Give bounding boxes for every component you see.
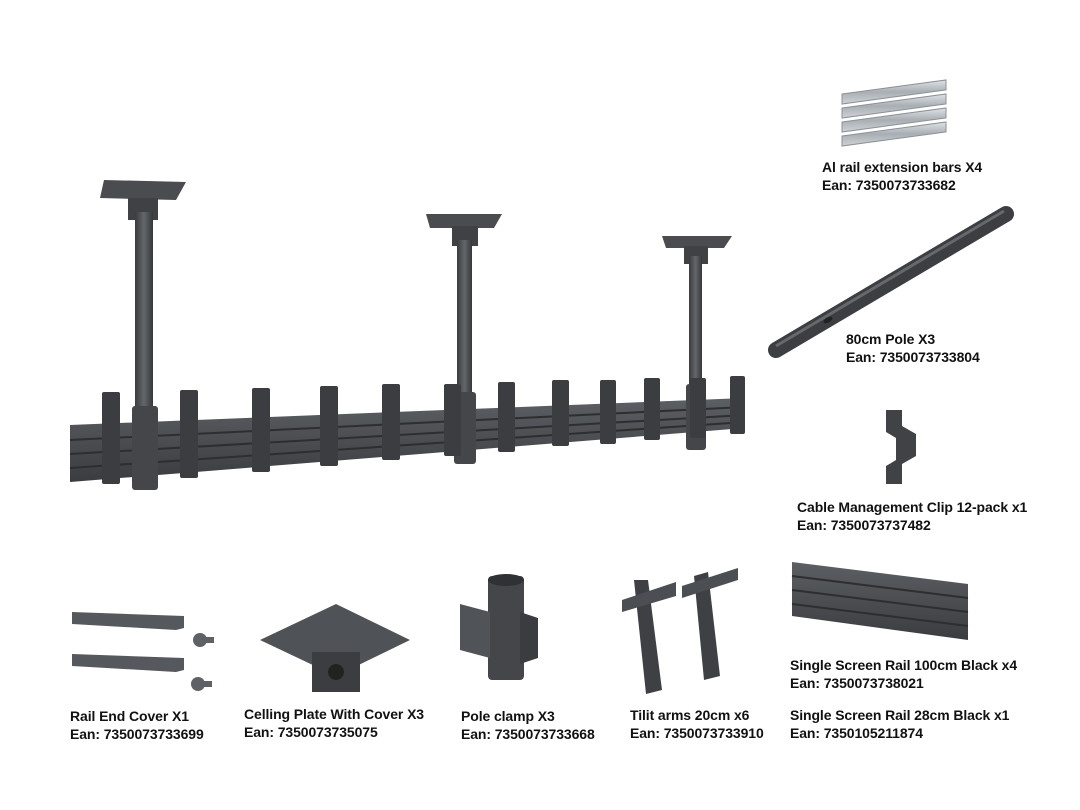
part-ean: Ean: 7350073733699 bbox=[70, 726, 204, 742]
tilt-arms-part bbox=[622, 568, 738, 694]
part-ean: Ean: 7350073733910 bbox=[630, 725, 764, 741]
part-label-ceiling-plate: Celling Plate With Cover X3 Ean: 7350073… bbox=[244, 705, 424, 741]
part-label-pole: 80cm Pole X3 Ean: 7350073733804 bbox=[846, 330, 980, 366]
part-ean: Ean: 7350073737482 bbox=[797, 517, 931, 533]
part-name: Single Screen Rail 100cm Black x4 bbox=[790, 657, 1018, 673]
part-name: 80cm Pole X3 bbox=[846, 331, 936, 347]
pole-clamp-left bbox=[132, 406, 158, 490]
part-ean: Ean: 7350073733668 bbox=[461, 726, 595, 742]
part-label-rail-100: Single Screen Rail 100cm Black x4 Ean: 7… bbox=[790, 656, 1017, 692]
part-name: Rail End Cover X1 bbox=[70, 708, 189, 724]
part-name: Celling Plate With Cover X3 bbox=[244, 706, 424, 722]
assembled-mount bbox=[69, 180, 746, 490]
part-ean: Ean: 7350073733804 bbox=[846, 349, 980, 365]
rail-extension-bars bbox=[841, 79, 947, 147]
part-ean: Ean: 7350073735075 bbox=[244, 724, 378, 740]
part-label-tilt-arms: Tilit arms 20cm x6 Ean: 7350073733910 bbox=[630, 706, 764, 742]
part-name: Al rail extension bars X4 bbox=[822, 159, 983, 175]
part-ean: Ean: 7350105211874 bbox=[790, 725, 923, 741]
pole-middle bbox=[457, 240, 472, 412]
pole-80cm bbox=[768, 206, 1014, 358]
part-label-rail-28: Single Screen Rail 28cm Black x1 Ean: 73… bbox=[790, 706, 1009, 742]
part-label-clip: Cable Management Clip 12-pack x1 Ean: 73… bbox=[797, 498, 1027, 534]
part-name: Single Screen Rail 28cm Black x1 bbox=[790, 707, 1010, 723]
tilt-arms-row bbox=[102, 376, 745, 484]
part-name: Pole clamp X3 bbox=[461, 708, 555, 724]
rail-end-covers bbox=[72, 612, 214, 691]
part-label-ext-bars: Al rail extension bars X4 Ean: 735007373… bbox=[822, 158, 982, 194]
part-label-end-cover: Rail End Cover X1 Ean: 7350073733699 bbox=[70, 707, 204, 743]
part-ean: Ean: 7350073733682 bbox=[822, 177, 956, 193]
screen-rail-100 bbox=[791, 562, 969, 640]
pole-right bbox=[689, 256, 702, 396]
part-name: Tilit arms 20cm x6 bbox=[630, 707, 750, 723]
pole-clamp-part bbox=[460, 574, 538, 680]
part-name: Cable Management Clip 12-pack x1 bbox=[797, 499, 1028, 515]
part-label-pole-clamp: Pole clamp X3 Ean: 7350073733668 bbox=[461, 707, 595, 743]
ceiling-plate-cover bbox=[260, 604, 410, 692]
part-ean: Ean: 7350073738021 bbox=[790, 675, 924, 691]
main-rail bbox=[69, 398, 746, 482]
pole-left bbox=[135, 212, 153, 412]
cable-clip bbox=[886, 410, 916, 484]
